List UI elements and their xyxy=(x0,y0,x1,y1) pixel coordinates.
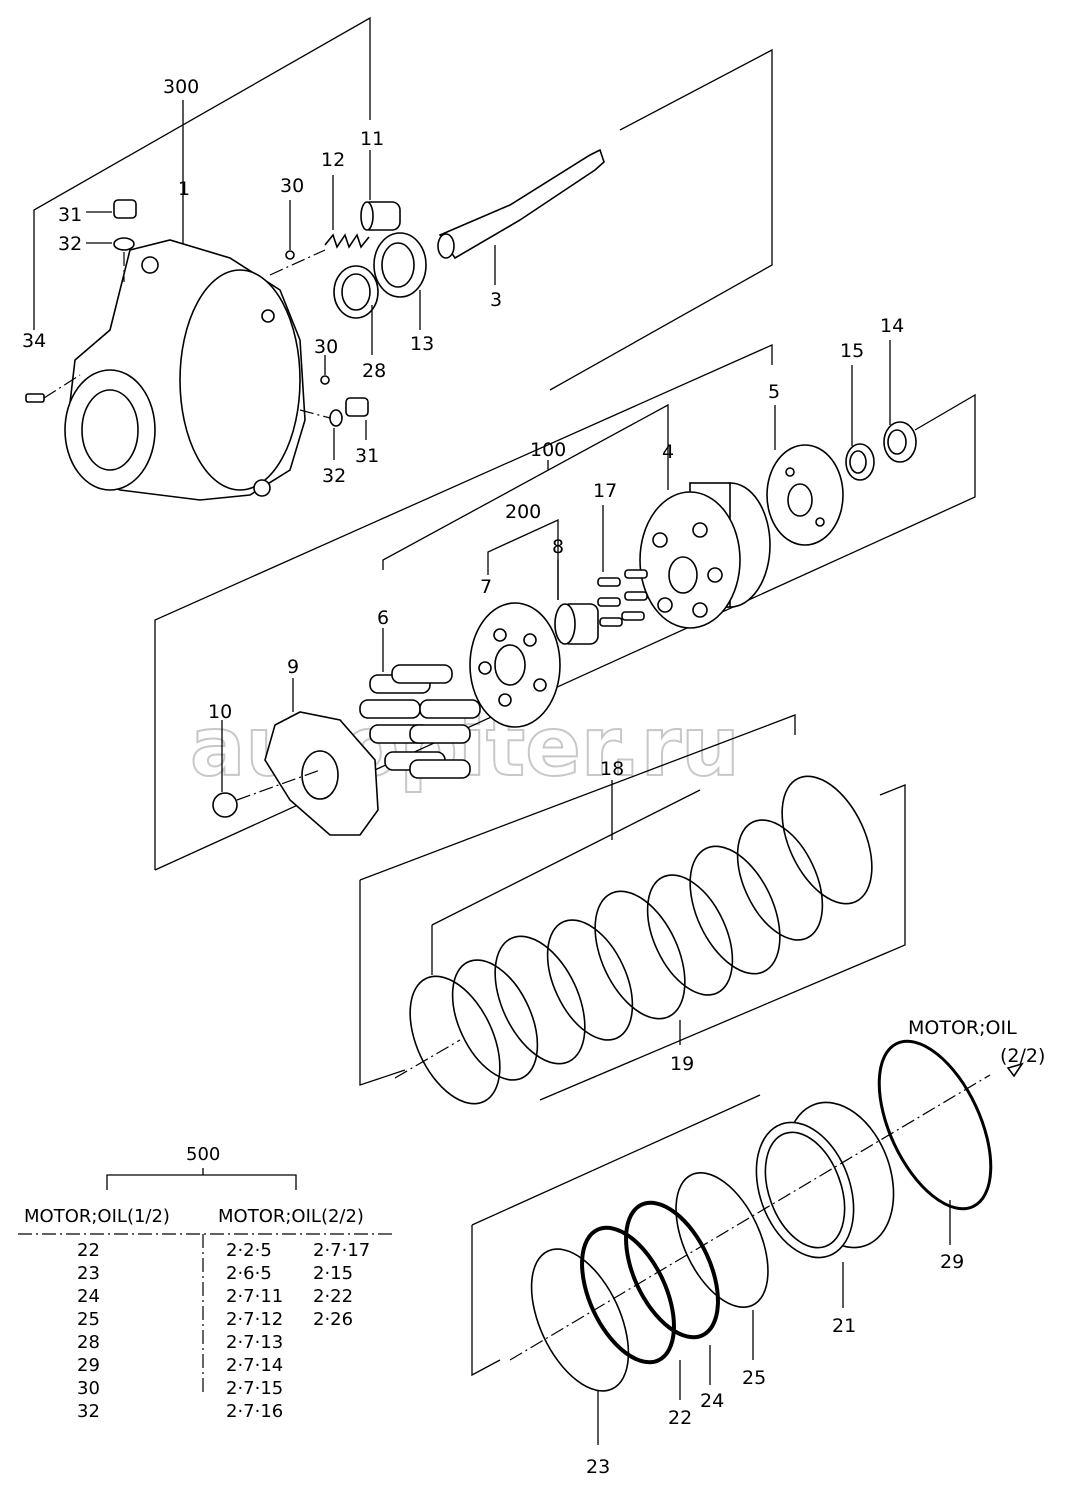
table-left-item: 32 xyxy=(77,1401,100,1422)
table-right-item: 2·15 xyxy=(313,1263,353,1284)
label-28: 28 xyxy=(362,360,386,382)
part-28-seal xyxy=(333,265,379,355)
label-13: 13 xyxy=(410,333,434,355)
label-24: 24 xyxy=(700,1390,724,1412)
table-mid-item: 2·2·5 xyxy=(226,1240,272,1261)
part-1-housing xyxy=(64,239,306,501)
part-32-seal-top xyxy=(86,237,135,282)
label-14: 14 xyxy=(880,315,904,337)
table-left-item: 28 xyxy=(77,1332,100,1353)
label-9: 9 xyxy=(287,656,299,678)
table-mid-item: 2·7·11 xyxy=(226,1286,283,1307)
table-title: 500 xyxy=(186,1144,220,1165)
label-4: 4 xyxy=(662,441,674,463)
part-8-ball-guide xyxy=(554,560,599,645)
label-ref-motor-oil: MOTOR;OIL xyxy=(908,1017,1017,1039)
label-22: 22 xyxy=(668,1407,692,1429)
part-11-sleeve xyxy=(360,150,401,231)
part-23-ring xyxy=(530,1248,630,1445)
table-mid-item: 2·7·15 xyxy=(226,1378,283,1399)
table-right-header: MOTOR;OIL(2/2) xyxy=(218,1206,364,1227)
part-21-piston xyxy=(755,1101,895,1308)
table-mid-item: 2·6·5 xyxy=(226,1263,272,1284)
part-24-oring xyxy=(624,1200,720,1385)
part-9-swash-plate xyxy=(264,678,379,836)
part-29-oring xyxy=(877,1039,993,1245)
part-15-ring xyxy=(845,365,875,481)
label-25: 25 xyxy=(742,1367,766,1389)
label-12: 12 xyxy=(321,149,345,171)
label-18: 18 xyxy=(600,758,624,780)
part-30-ball-top xyxy=(285,200,295,260)
table-left-item: 30 xyxy=(77,1378,100,1399)
label-10: 10 xyxy=(208,701,232,723)
part-4-cylinder-block xyxy=(639,482,771,629)
part-31-plug-top xyxy=(86,199,137,219)
label-11: 11 xyxy=(360,128,384,150)
table-left-header: MOTOR;OIL(1/2) xyxy=(24,1206,170,1227)
table-mid-item: 2·7·12 xyxy=(226,1309,283,1330)
table-right-item: 2·22 xyxy=(313,1286,353,1307)
part-17-springs xyxy=(597,505,648,627)
table-right-item: 2·7·17 xyxy=(313,1240,370,1261)
label-23: 23 xyxy=(586,1456,610,1478)
part-6-pistons xyxy=(359,628,481,779)
friction-plates-bracket xyxy=(359,714,906,1101)
label-17: 17 xyxy=(593,480,617,502)
label-32-bottom: 32 xyxy=(322,465,346,487)
part-31-plug-bottom xyxy=(345,397,369,440)
table-left-item: 29 xyxy=(77,1355,100,1376)
label-31-top: 31 xyxy=(58,204,82,226)
piston-center-line xyxy=(509,1074,991,1361)
label-ref-page: (2/2) xyxy=(1000,1045,1045,1067)
part-labels: 300 1 11 12 30 31 32 34 3 13 28 30 31 32… xyxy=(22,76,1045,1478)
label-200: 200 xyxy=(505,501,541,523)
piston-group-bracket xyxy=(471,1094,761,1377)
label-19: 19 xyxy=(670,1053,694,1075)
label-32-top: 32 xyxy=(58,233,82,255)
group-300-bracket xyxy=(33,16,773,391)
label-300: 300 xyxy=(163,76,199,98)
table-mid-item: 2·7·14 xyxy=(226,1355,283,1376)
label-34: 34 xyxy=(22,330,46,352)
label-30-bottom: 30 xyxy=(314,336,338,358)
part-25-ring xyxy=(675,1171,769,1360)
label-3: 3 xyxy=(490,289,502,311)
label-8: 8 xyxy=(552,536,564,558)
part-12-spring xyxy=(269,175,370,276)
label-30-top: 30 xyxy=(280,175,304,197)
label-31-bottom: 31 xyxy=(355,445,379,467)
part-14-bearing xyxy=(883,340,917,463)
part-32-seal-bottom xyxy=(299,409,343,460)
label-100: 100 xyxy=(530,439,566,461)
part-7-retainer-plate xyxy=(469,602,561,728)
label-7: 7 xyxy=(480,576,492,598)
table-left-item: 23 xyxy=(77,1263,100,1284)
ref-arrow xyxy=(1006,1062,1024,1078)
part-13-bearing xyxy=(373,232,427,330)
table-left-item: 25 xyxy=(77,1309,100,1330)
label-5: 5 xyxy=(768,381,780,403)
part-34-pin xyxy=(25,374,81,403)
part-30-ball-bottom xyxy=(320,355,330,385)
table-mid-item: 2·7·16 xyxy=(226,1401,283,1422)
part-3-shaft xyxy=(437,148,605,285)
table-left-item: 22 xyxy=(77,1240,100,1261)
table-right-item: 2·26 xyxy=(313,1309,353,1330)
label-1: 1 xyxy=(178,178,190,200)
label-21: 21 xyxy=(832,1315,856,1337)
plates-center-line xyxy=(394,1039,461,1079)
table-mid-item: 2·7·13 xyxy=(226,1332,283,1353)
part-10-ball xyxy=(212,720,321,818)
label-29: 29 xyxy=(940,1251,964,1273)
parts-table-500: 500 MOTOR;OIL(1/2) MOTOR;OIL(2/2) 22 23 … xyxy=(18,1144,395,1422)
part-19-plates xyxy=(409,775,873,1105)
label-6: 6 xyxy=(377,607,389,629)
table-left-item: 24 xyxy=(77,1286,100,1307)
part-18-plates xyxy=(451,780,824,1081)
part-5-plate xyxy=(766,405,844,546)
label-15: 15 xyxy=(840,340,864,362)
